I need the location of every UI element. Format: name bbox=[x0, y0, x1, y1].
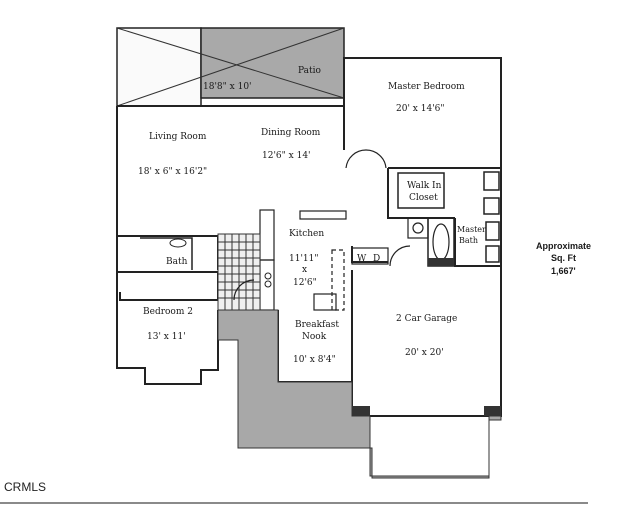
walls bbox=[116, 57, 502, 417]
patio-name: Patio bbox=[298, 66, 321, 76]
living-room-name: Living Room bbox=[149, 132, 207, 142]
kitchen-dims-2: x bbox=[302, 265, 307, 275]
washer-label: W bbox=[357, 254, 367, 264]
dining-room-name: Dining Room bbox=[261, 128, 321, 138]
breakfast-nook-line1: Breakfast bbox=[295, 320, 339, 330]
patio bbox=[116, 27, 345, 107]
dining-room-dims: 12'6" x 14' bbox=[262, 151, 311, 161]
watermark: CRMLS bbox=[4, 480, 46, 494]
breakfast-nook-line2: Nook bbox=[302, 332, 327, 342]
tile-floor bbox=[217, 233, 261, 311]
driveway bbox=[217, 309, 502, 479]
area-line1: Approximate bbox=[536, 241, 591, 251]
bath-name: Bath bbox=[166, 257, 188, 267]
area-line3: 1,667' bbox=[551, 266, 576, 276]
bedroom2-dims: 13' x 11' bbox=[147, 332, 186, 342]
master-bath-line1: Master bbox=[457, 225, 486, 234]
area-line2: Sq. Ft bbox=[551, 253, 576, 263]
living-room-dims: 18' x 6" x 16'2" bbox=[138, 167, 207, 177]
kitchen-name: Kitchen bbox=[289, 229, 324, 239]
breakfast-nook-dims: 10' x 8'4" bbox=[293, 355, 336, 365]
master-bedroom-dims: 20' x 14'6" bbox=[396, 104, 445, 114]
master-bath-line2: Bath bbox=[459, 236, 478, 245]
walk-in-closet-line1: Walk In bbox=[407, 181, 442, 191]
garage-dims: 20' x 20' bbox=[405, 348, 444, 358]
kitchen-dims-1: 11'11" bbox=[289, 254, 319, 264]
doors bbox=[233, 149, 411, 301]
bedroom2-name: Bedroom 2 bbox=[143, 307, 193, 317]
kitchen-dims-3: 12'6" bbox=[293, 278, 317, 288]
master-bedroom-name: Master Bedroom bbox=[388, 82, 465, 92]
dryer-label: D bbox=[373, 254, 380, 264]
walk-in-closet-line2: Closet bbox=[409, 193, 438, 203]
garage-name: 2 Car Garage bbox=[396, 314, 457, 324]
patio-dims: 18'8" x 10' bbox=[203, 82, 252, 92]
